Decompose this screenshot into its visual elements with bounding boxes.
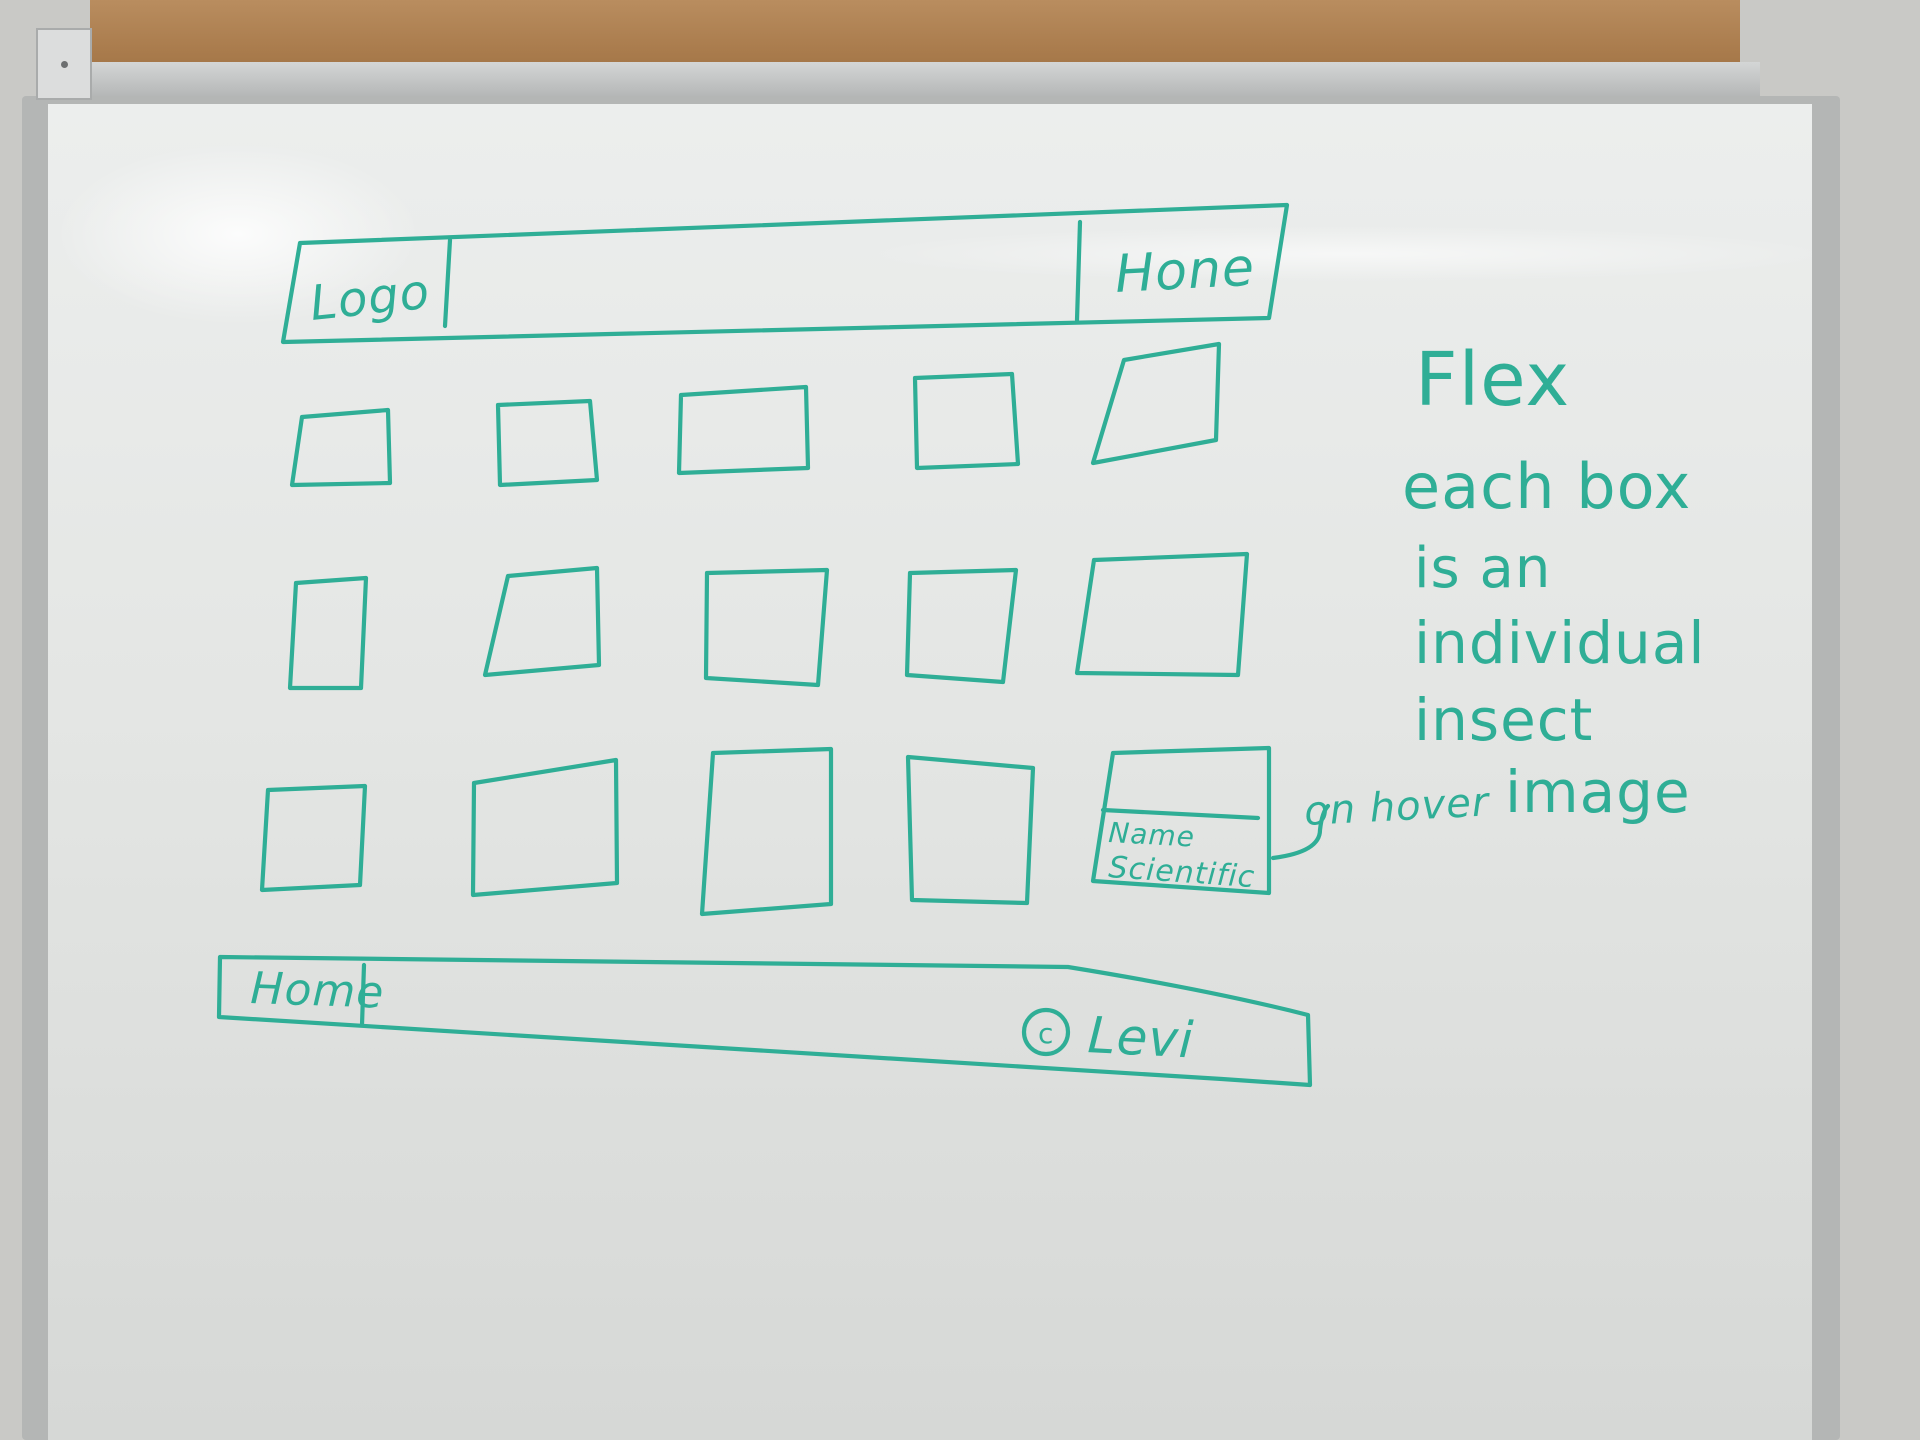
note-line: is an — [1414, 536, 1551, 601]
insect-box — [703, 567, 830, 688]
hover-caption-divider — [1100, 807, 1261, 821]
hover-note: on hover — [1303, 779, 1492, 835]
mounting-bracket — [36, 28, 92, 100]
insect-box — [904, 567, 1019, 685]
screw-icon — [60, 60, 68, 68]
note-line: insect — [1414, 686, 1593, 754]
note-line: image — [1505, 758, 1691, 826]
header-nav-label: Hone — [1114, 238, 1257, 305]
hover-scientific-label: Scientific — [1107, 850, 1256, 895]
footer-outline — [216, 954, 1313, 1088]
insect-box — [495, 398, 600, 488]
hover-name-label: Name — [1108, 816, 1196, 853]
footer-nav-divider — [359, 962, 367, 1028]
insect-box — [470, 757, 620, 898]
footer-copyright-label: Levi — [1086, 1006, 1195, 1069]
header-bar: Logo Hone — [280, 202, 1290, 345]
insect-box — [287, 575, 369, 691]
insect-box — [676, 384, 811, 476]
insect-box — [699, 746, 834, 917]
insect-box — [1090, 341, 1222, 466]
note-line: Flex — [1415, 337, 1570, 423]
insect-box — [482, 565, 602, 678]
insect-box — [289, 407, 393, 488]
corkboard-rail — [70, 62, 1760, 98]
insect-box — [1090, 745, 1272, 896]
footer-nav-label: Home — [250, 963, 386, 1019]
note-line: individual — [1414, 609, 1705, 677]
footer-bar: Home c Levi — [216, 954, 1313, 1088]
header-logo-label: Logo — [307, 264, 432, 332]
hover-pointer-line — [1270, 803, 1331, 861]
insect-box — [912, 371, 1021, 471]
insect-box — [1074, 551, 1250, 678]
copyright-icon — [1021, 1007, 1071, 1057]
header-nav-divider — [1074, 219, 1083, 323]
copyright-c-glyph: c — [1038, 1017, 1054, 1050]
header-logo-divider — [442, 237, 453, 329]
insect-box-hover: Name Scientific — [1090, 745, 1272, 896]
header-outline — [280, 202, 1290, 345]
insect-grid: Name Scientific on hover — [259, 341, 1492, 917]
insect-box — [905, 754, 1036, 906]
insect-box — [259, 783, 368, 893]
notes: Flex each box is an individual insect im… — [1402, 337, 1705, 826]
note-line: each box — [1402, 450, 1691, 523]
